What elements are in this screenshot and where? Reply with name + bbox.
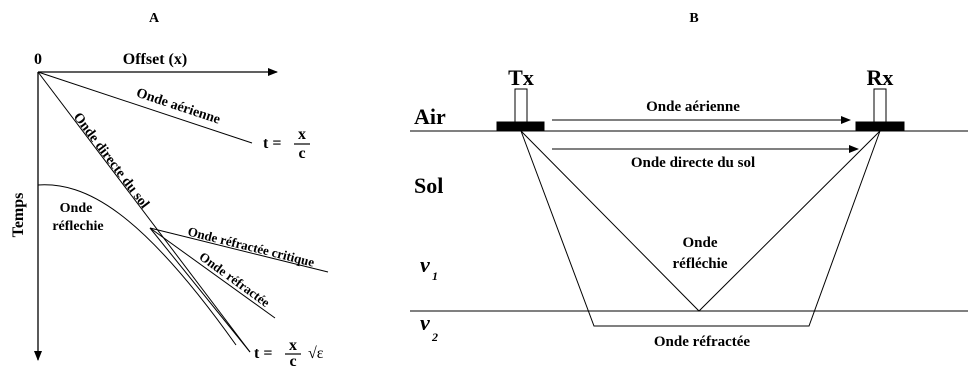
eq2-factor: √ε bbox=[308, 345, 324, 362]
panel-a: A 0 Offset (x) Temps Onde aérienne t = x… bbox=[10, 11, 329, 367]
panel-a-title: A bbox=[149, 11, 160, 26]
reflected-label-b-1: Onde bbox=[682, 235, 717, 251]
air-wave-line bbox=[37, 71, 253, 144]
time-axis-label: Temps bbox=[10, 193, 27, 238]
eq2-denominator: c bbox=[289, 353, 296, 367]
direct-wave-label: Onde directe du sol bbox=[70, 110, 152, 212]
air-label: Air bbox=[414, 104, 446, 129]
origin-label: 0 bbox=[34, 51, 42, 68]
v1-label: v 1 bbox=[420, 252, 438, 283]
panel-b: B Air Sol v 1 v 2 Tx Rx Onde aérienne bbox=[410, 11, 968, 350]
tx-antenna-base bbox=[496, 121, 545, 132]
refracted-line bbox=[149, 227, 251, 353]
soil-label: Sol bbox=[414, 173, 443, 198]
refracted-label-b: Onde réfractée bbox=[654, 334, 751, 350]
eq1-numerator: x bbox=[298, 126, 306, 143]
rx-antenna-base bbox=[855, 121, 905, 132]
tx-antenna-mast bbox=[514, 88, 528, 123]
direct-wave-equation: t = x c √ε bbox=[254, 337, 324, 367]
reflected-wave-label-1: Onde bbox=[60, 201, 93, 216]
svg-text:2: 2 bbox=[431, 330, 438, 344]
air-wave-label-b: Onde aérienne bbox=[646, 99, 740, 115]
refracted-branch-line bbox=[149, 227, 276, 319]
receiver-antenna: Rx bbox=[855, 65, 905, 132]
refracted-ray-path bbox=[520, 130, 881, 327]
svg-text:1: 1 bbox=[432, 269, 438, 283]
rx-label: Rx bbox=[867, 65, 894, 90]
rx-antenna-mast bbox=[873, 88, 887, 123]
reflected-label-b-2: réfléchie bbox=[673, 256, 728, 272]
panel-b-title: B bbox=[689, 11, 698, 26]
air-wave-label: Onde aérienne bbox=[134, 86, 222, 128]
v2-label: v 2 bbox=[420, 310, 438, 344]
eq2-lhs: t = bbox=[254, 345, 272, 362]
eq1-lhs: t = bbox=[263, 135, 281, 152]
tx-label: Tx bbox=[508, 65, 534, 90]
offset-axis-label: Offset (x) bbox=[123, 51, 187, 68]
air-wave-equation: t = x c bbox=[263, 126, 310, 162]
eq1-denominator: c bbox=[298, 145, 305, 162]
refracted-label: Onde réfractée bbox=[197, 249, 273, 310]
svg-text:v: v bbox=[420, 252, 430, 277]
svg-text:v: v bbox=[420, 310, 430, 335]
critical-refracted-line bbox=[149, 227, 329, 273]
reflected-wave-label-2: réflechie bbox=[52, 219, 103, 234]
direct-wave-line bbox=[37, 71, 251, 353]
reflected-ray-path bbox=[520, 130, 881, 312]
direct-wave-label-b: Onde directe du sol bbox=[631, 155, 755, 171]
eq2-numerator: x bbox=[289, 337, 297, 354]
transmitter-antenna: Tx bbox=[496, 65, 545, 132]
reflected-wave-curve bbox=[37, 184, 237, 346]
